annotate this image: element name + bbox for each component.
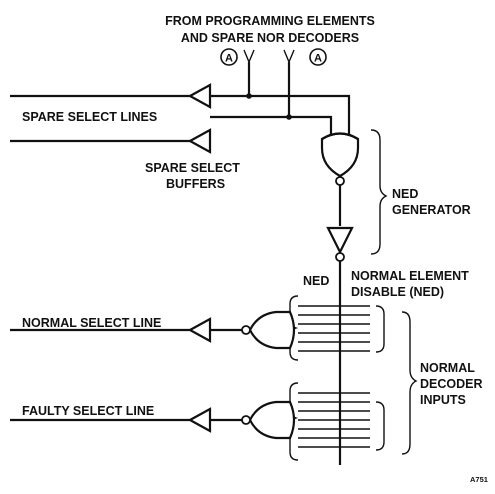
spare-select-lines-label: SPARE SELECT LINES	[22, 110, 157, 124]
faulty-decoder-group-bracket	[289, 382, 299, 461]
decoder-label-3: INPUTS	[420, 393, 466, 407]
spare-buffers-label-2: BUFFERS	[166, 177, 225, 191]
ned-nor-input-arc	[321, 132, 359, 140]
header-line-2: AND SPARE NOR DECODERS	[181, 31, 359, 45]
decoder-label-2: DECODER	[420, 377, 483, 391]
spare-buffers-label-1: SPARE SELECT	[145, 161, 240, 175]
ned-generator-label-2: GENERATOR	[392, 203, 471, 217]
normal-disable-label-2: DISABLE (NED)	[351, 285, 444, 299]
normal-decoder-input-lines	[298, 305, 370, 352]
spare-buffer-1	[187, 83, 212, 109]
marker-a-right-label: A	[314, 53, 322, 65]
spare-buffer-2	[187, 128, 212, 154]
ned-inverter-bubble	[335, 252, 345, 262]
input-right-drop	[287, 62, 333, 135]
faulty-decoder-side-bracket	[375, 401, 385, 451]
decoder-label-1: NORMAL	[420, 361, 475, 375]
ned-inverter	[326, 226, 354, 255]
normal-select-buffer	[187, 317, 212, 343]
ned-generator-bracket	[370, 129, 388, 255]
ned-nor-bubble	[335, 176, 345, 186]
ned-top-label: NED	[303, 274, 329, 288]
marker-a-left: A	[220, 48, 238, 66]
junction-2	[286, 114, 292, 120]
normal-decoder-group-bracket	[289, 295, 299, 361]
junction-1	[246, 93, 252, 99]
normal-select-nor-bubble	[241, 325, 251, 335]
normal-select-label: NORMAL SELECT LINE	[22, 316, 161, 330]
faulty-select-nor-gate	[248, 400, 296, 440]
buffer-1-wire	[210, 94, 351, 135]
input-arrow-left	[243, 49, 255, 64]
faulty-select-label: FAULTY SELECT LINE	[22, 404, 154, 418]
normal-decoder-inputs-bracket	[401, 311, 418, 455]
ned-generator-label-1: NED	[392, 187, 418, 201]
marker-a-left-label: A	[225, 53, 233, 65]
faulty-select-nor-bubble	[241, 415, 251, 425]
normal-select-nor-gate	[248, 310, 296, 350]
marker-a-right: A	[309, 48, 327, 66]
normal-disable-label-1: NORMAL ELEMENT	[351, 269, 469, 283]
faulty-decoder-input-lines	[298, 392, 370, 448]
normal-decoder-side-bracket	[375, 305, 385, 353]
figure-code: A751	[470, 475, 488, 484]
faulty-select-buffer	[187, 407, 212, 433]
ned-nor-gate	[320, 132, 360, 178]
input-arrow-right	[283, 49, 295, 64]
header-line-1: FROM PROGRAMMING ELEMENTS	[165, 14, 375, 28]
